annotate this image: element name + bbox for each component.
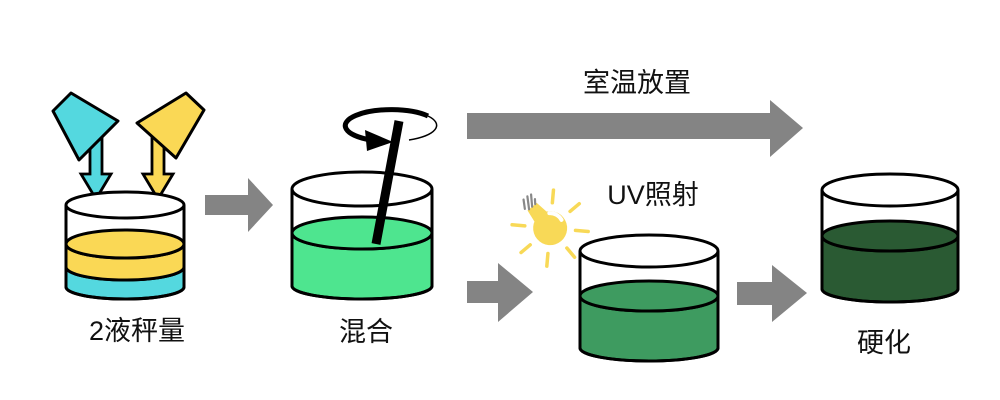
beaker-rim <box>64 190 186 220</box>
lightbulb-glass <box>533 211 568 246</box>
step-mixing: 混合 <box>290 107 438 347</box>
rotation-arrow-icon <box>342 107 438 151</box>
pour-arrow-a-icon <box>78 136 114 202</box>
beaker-cured <box>820 172 960 304</box>
path-uv: UV照射 <box>467 180 807 363</box>
beaker-body-outline <box>578 251 720 363</box>
beaker-rim <box>578 233 720 269</box>
cured-liquid-surface <box>820 219 960 253</box>
lightbulb-screw-base <box>522 193 537 211</box>
weighing-label: 2液秤量 <box>89 316 185 346</box>
flow-arrow-icon <box>467 263 533 322</box>
step-weighing: 2液秤量 <box>51 91 206 346</box>
rotation-arc-tail <box>408 115 438 141</box>
flow-arrow-icon <box>467 100 803 157</box>
uv-label: UV照射 <box>607 180 699 210</box>
lightbulb-neck <box>527 202 548 223</box>
mixed-liquid-surface <box>290 215 434 251</box>
beaker-rim <box>820 172 960 208</box>
cured-label: 硬化 <box>857 328 911 358</box>
liquid-b-surface <box>64 228 186 260</box>
beaker-mixing <box>290 170 434 301</box>
beaker-body-outline <box>290 189 434 301</box>
rotation-arrowhead <box>365 130 393 151</box>
lightbulb-highlight <box>547 211 564 222</box>
step-cured: 硬化 <box>820 172 960 358</box>
beaker-body-outline <box>64 205 186 301</box>
beaker-uv <box>578 233 720 363</box>
uv-liquid-surface <box>578 279 720 313</box>
beaker-rim <box>290 170 434 208</box>
mixing-label: 混合 <box>339 317 393 347</box>
room-temp-label: 室温放置 <box>583 68 691 98</box>
liquid-a-drop-icon <box>51 91 120 162</box>
beaker-body-outline <box>820 190 960 304</box>
rotation-arc-thick <box>342 107 430 143</box>
beaker-weighing <box>64 190 186 301</box>
lightbulb-rays <box>510 188 590 268</box>
lightbulb-icon <box>510 188 590 268</box>
path-room-temp: 室温放置 <box>467 68 803 157</box>
liquid-b-drop-icon <box>135 91 206 160</box>
flow-arrow-icon <box>737 265 807 322</box>
flow-arrow-icon <box>205 178 273 232</box>
stir-rod-icon <box>371 120 404 245</box>
